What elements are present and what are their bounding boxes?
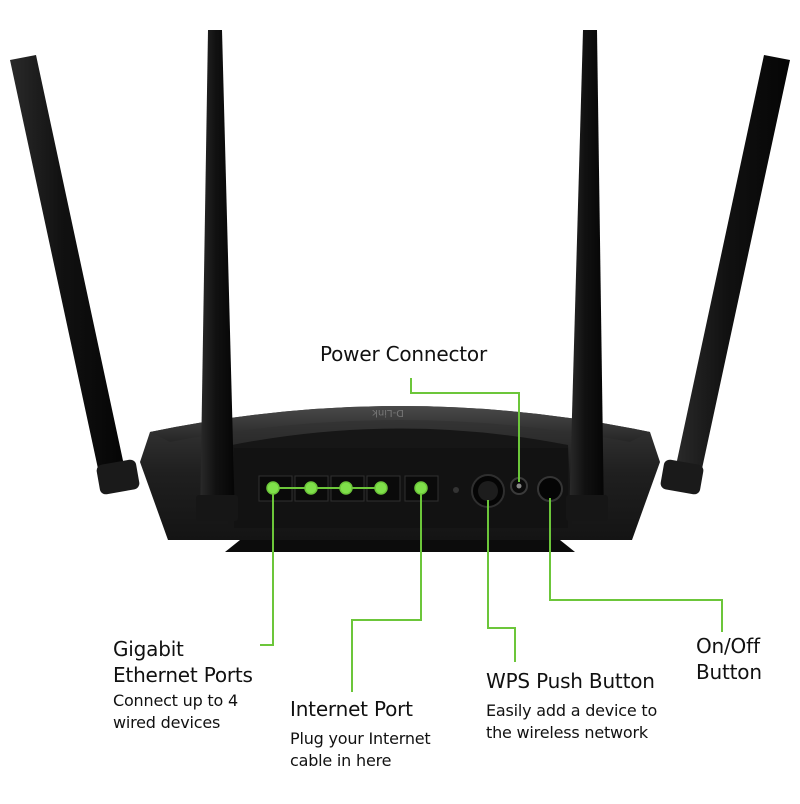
wps-button (471, 474, 505, 508)
ethernet-port-dot (339, 481, 353, 495)
leader-ethernet-drop (260, 488, 274, 646)
ethernet-port-dot (304, 481, 318, 495)
brand-logo: D-Link (372, 407, 404, 418)
internet-port-dot (414, 481, 428, 495)
antenna-inner-left (196, 30, 238, 521)
reset-hole (453, 487, 459, 493)
ethernet-ports-title: Gigabit Ethernet Ports (113, 637, 253, 687)
power-button (537, 476, 563, 502)
internet-port-desc: Plug your Internet cable in here (290, 729, 431, 770)
antenna-far-left (10, 55, 140, 495)
on-off-button-title: On/Off Button (696, 634, 762, 684)
leader-internet (351, 488, 422, 692)
leader-lines (260, 378, 723, 692)
ethernet-port-dot (266, 481, 280, 495)
ethernet-ports-desc: Connect up to 4 wired devices (113, 691, 238, 732)
internet-port-title: Internet Port (290, 697, 413, 721)
wps-button-title: WPS Push Button (486, 669, 655, 693)
ethernet-port-dot (374, 481, 388, 495)
leader-wps (487, 500, 516, 662)
port-indicators (266, 481, 428, 495)
leader-onoff (549, 498, 723, 632)
wps-button-desc: Easily add a device to the wireless netw… (486, 701, 658, 742)
antenna-far-right (660, 55, 790, 495)
antenna-inner-right (566, 30, 608, 521)
leader-power (410, 378, 520, 482)
power-connector-title: Power Connector (320, 342, 487, 366)
